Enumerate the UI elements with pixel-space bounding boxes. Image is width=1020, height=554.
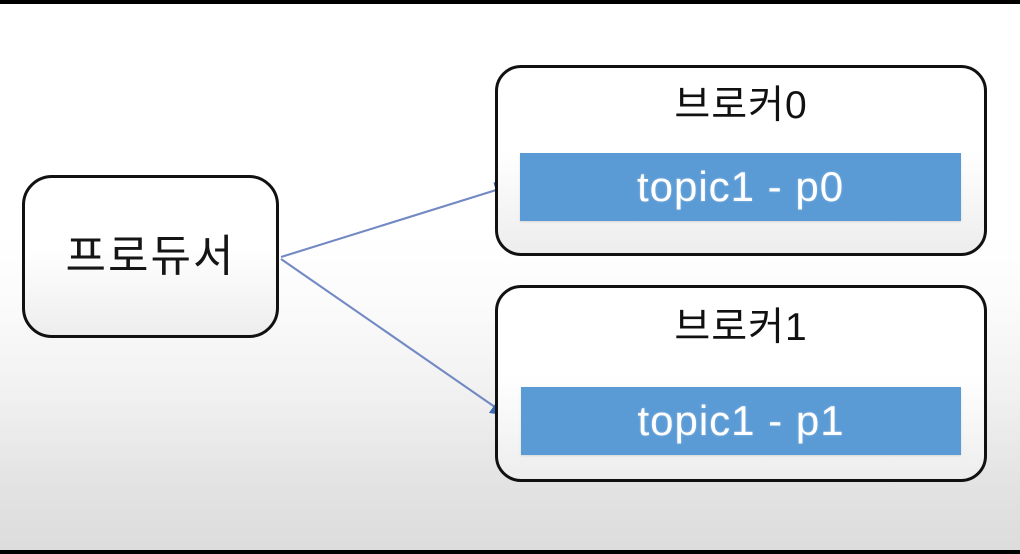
arrow-producer-to-broker0 <box>280 182 513 259</box>
arrow-producer-to-broker1 <box>280 258 509 417</box>
broker-node-1[interactable]: 브로커1 topic1 - p1 <box>495 285 987 482</box>
partition-bar-topic1-p1[interactable]: topic1 - p1 <box>521 387 961 455</box>
broker-title-0: 브로커0 <box>674 84 808 127</box>
broker-title-1: 브로커1 <box>674 306 808 349</box>
partition-label-1: topic1 - p1 <box>637 397 845 444</box>
partition-bar-topic1-p0[interactable]: topic1 - p0 <box>520 153 961 221</box>
producer-node[interactable]: 프로듀서 <box>22 175 279 338</box>
bottom-letterbox-strip <box>0 550 1020 554</box>
top-letterbox-strip <box>0 0 1020 4</box>
partition-label-0: topic1 - p0 <box>636 163 845 210</box>
broker-node-0[interactable]: 브로커0 topic1 - p0 <box>495 65 987 256</box>
producer-label: 프로듀서 <box>65 231 236 281</box>
